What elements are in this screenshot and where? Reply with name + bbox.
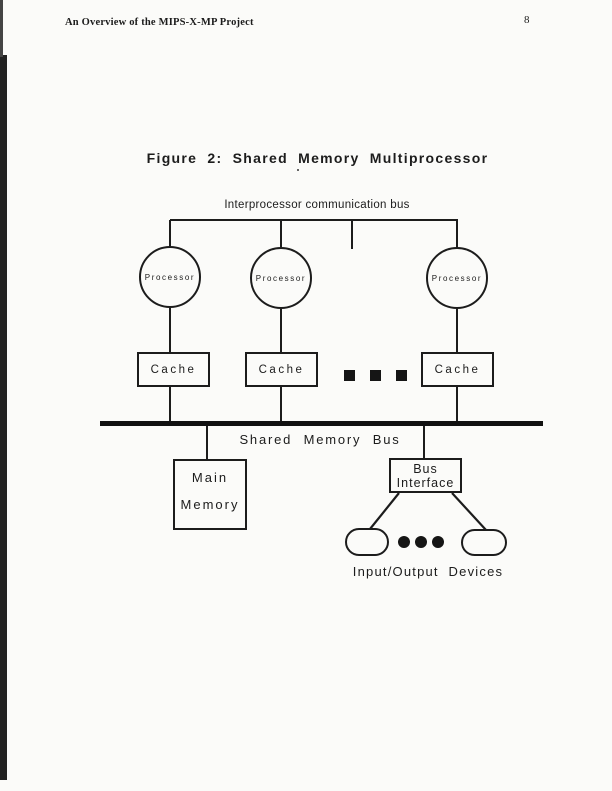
connector-bus-to-processor-2: [280, 220, 282, 248]
ellipsis-square-2: [370, 370, 381, 381]
figure-title: Figure 2: Shared Memory Multiprocessor: [146, 150, 489, 166]
scan-speck: [297, 169, 299, 171]
main-memory-node: Main Memory: [173, 459, 247, 530]
connector-cache3-to-bus: [456, 386, 458, 422]
ellipsis-dot-2: [415, 536, 427, 548]
interprocessor-bus-label: Interprocessor communication bus: [224, 199, 410, 211]
connector-bus-to-main-memory: [206, 426, 208, 459]
bus-interface-label-line1: Bus: [413, 461, 438, 476]
cache-label-3: Cache: [434, 363, 481, 376]
ellipsis-square-3: [396, 370, 407, 381]
bus-interface-node: Bus Interface: [389, 458, 462, 493]
processor-label-3: Processor: [431, 273, 483, 283]
left-scan-edge: [0, 55, 7, 780]
connector-processor1-to-cache1: [169, 308, 171, 352]
connector-cache1-to-bus: [169, 386, 171, 422]
connector-processor3-to-cache3: [456, 309, 458, 352]
cache-label-1: Cache: [150, 363, 197, 376]
processor-node-2: Processor: [250, 247, 312, 309]
connector-bus-to-bus-interface: [423, 426, 425, 458]
processor-label-2: Processor: [255, 273, 307, 283]
shared-memory-bus-line: [100, 421, 543, 426]
io-devices-label: Input/Output Devices: [352, 564, 504, 579]
ellipsis-dot-3: [432, 536, 444, 548]
bus-interface-label-line2: Interface: [396, 475, 455, 490]
shared-memory-bus-label: Shared Memory Bus: [239, 432, 401, 447]
ellipsis-dot-1: [398, 536, 410, 548]
cache-node-3: Cache: [421, 352, 494, 387]
cache-node-1: Cache: [137, 352, 210, 387]
left-scan-edge-top: [0, 0, 3, 57]
connector-bus-to-processor-3: [456, 220, 458, 249]
processor-node-3: Processor: [426, 247, 488, 309]
running-header-title: An Overview of the MIPS-X-MP Project: [65, 17, 254, 28]
main-memory-label-line1: Main: [191, 470, 229, 485]
io-device-shape-1: [345, 528, 389, 556]
connector-bus-stub: [351, 220, 353, 249]
cache-node-2: Cache: [245, 352, 318, 387]
processor-node-1: Processor: [139, 246, 201, 308]
ellipsis-square-1: [344, 370, 355, 381]
main-memory-label-line2: Memory: [180, 497, 240, 512]
interprocessor-bus-line: [170, 219, 458, 221]
processor-label-1: Processor: [144, 272, 196, 282]
connector-processor2-to-cache2: [280, 309, 282, 352]
connector-bus-to-processor-1: [169, 220, 171, 248]
cache-label-2: Cache: [258, 363, 305, 376]
page-number: 8: [524, 14, 530, 26]
connector-cache2-to-bus: [280, 386, 282, 422]
io-device-shape-2: [461, 529, 507, 556]
